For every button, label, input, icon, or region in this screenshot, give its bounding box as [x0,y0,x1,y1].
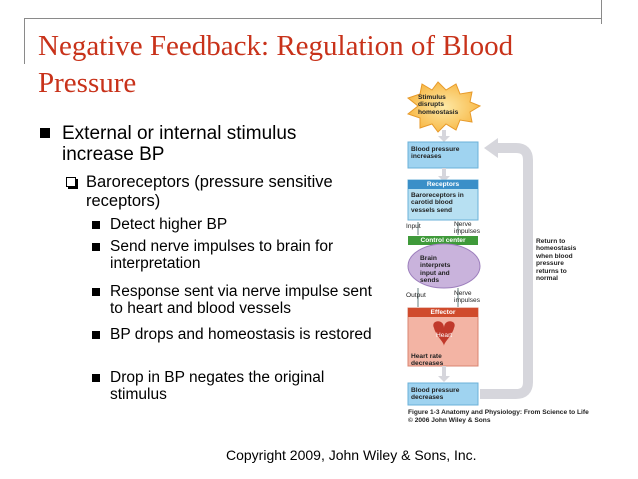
return-loop-arrow [480,143,533,399]
control-center-header [408,236,478,245]
copyright-footer: Copyright 2009, John Wiley & Sons, Inc. [226,447,477,463]
control-center-label: Control center [420,237,466,244]
square-bullet-icon [92,374,100,382]
bullet-stimulus: External or internal stimulus increase B… [62,123,297,165]
brain-text: Brain interprets input and sends [420,255,451,285]
top-rule [24,18,602,19]
input-label: Input [406,223,421,230]
caption-line-2: © 2006 John Wiley & Sons [408,416,491,424]
sub-bullet-response: Response sent via nerve impulse sent to … [110,283,372,317]
sub-bullet-send: Send nerve impulses to brain for interpr… [110,238,334,272]
hollow-square-bullet-icon [66,177,76,187]
square-bullet-icon [92,331,100,339]
bp-decreases-text: Blood pressure decreases [411,387,460,402]
right-rule [601,0,602,24]
receptors-header: Receptors [426,181,460,188]
feedback-figure: Stimulus disrupts homeostasis Blood pres… [398,80,628,430]
bullet-baroreceptors: Baroreceptors (pressure sensitive recept… [86,173,333,210]
sub-bullet-negates: Drop in BP negates the original stimulus [110,369,325,403]
square-bullet-icon [92,221,100,229]
heart-rate-text: Heart rate decreases [411,353,444,368]
bp-decreases-box [407,382,479,406]
effector-header: Effector [430,309,456,316]
nerve-impulses-1: Nerve impulses [454,221,481,236]
square-bullet-icon [92,288,100,296]
bp-increases-box [407,141,479,169]
sub-bullet-detect: Detect higher BP [110,216,228,233]
output-label: Output [406,292,426,299]
caption-line-1: Figure 1-3 Anatomy and Physiology: From … [408,409,589,416]
heart-shape [433,321,455,346]
stimulus-text: Stimulus disrupts homeostasis [418,94,459,116]
sub-bullet-drops: BP drops and homeostasis is restored [110,326,372,343]
brain-ellipse [407,243,481,289]
square-bullet-icon [92,243,100,251]
nerve-impulses-2: Nerve impulses [454,290,481,305]
square-bullet-icon [40,128,50,138]
bp-increases-text: Blood pressure increases [411,146,460,161]
figure-graphics [406,81,533,406]
slide-title: Negative Feedback: Regulation of Blood P… [38,30,514,99]
figure-caption: Figure 1-3 Anatomy and Physiology: From … [408,409,628,424]
return-text: Return to homeostasis when blood pressur… [536,238,577,283]
left-rule [24,18,25,64]
receptors-text: Baroreceptors in carotid blood vessels s… [411,192,464,214]
heart-label: Heart [436,332,453,339]
stimulus-burst [406,81,482,133]
